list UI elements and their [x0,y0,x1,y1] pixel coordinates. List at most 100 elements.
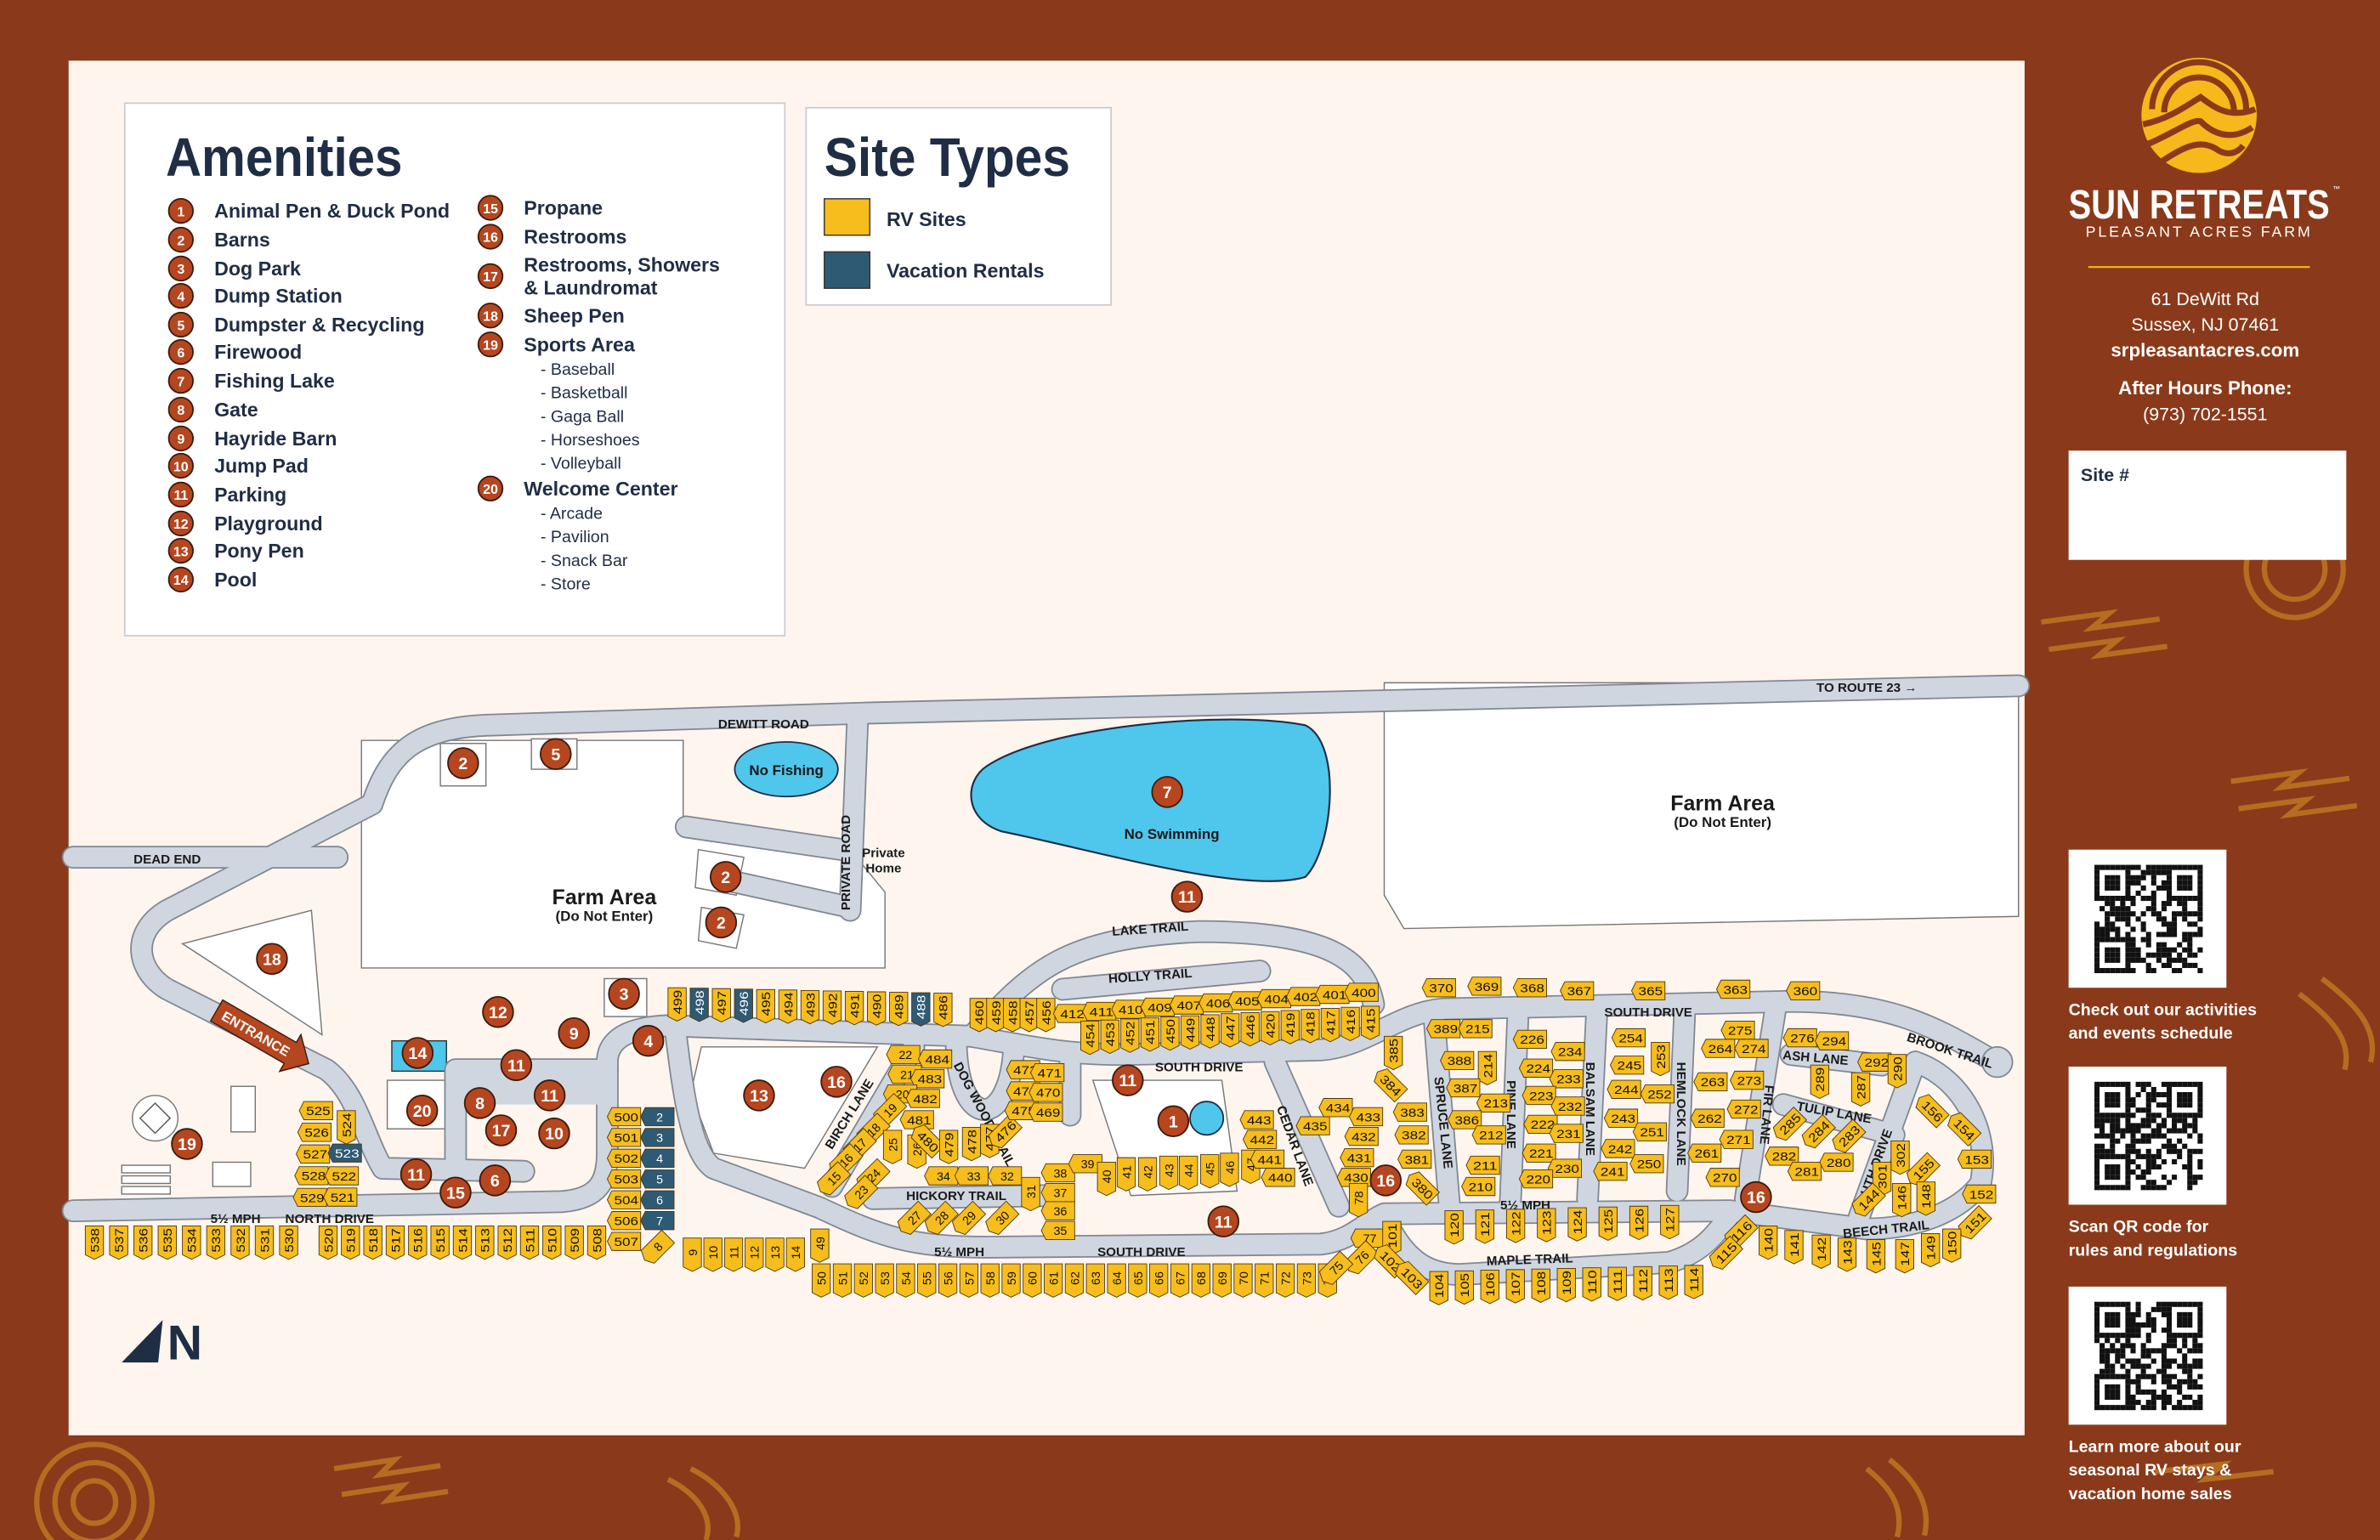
rv-site[interactable]: 148 [1916,1181,1935,1216]
amenity-marker-16[interactable]: 16 [820,1066,853,1098]
rv-site[interactable]: 495 [756,988,776,1024]
rv-site[interactable]: 126 [1629,1205,1649,1241]
amenity-marker-10[interactable]: 10 [538,1117,570,1150]
rv-site[interactable]: 210 [1461,1176,1496,1197]
rv-site[interactable]: 287 [1850,1072,1871,1107]
rv-site[interactable]: 33 [954,1166,989,1186]
rv-site[interactable]: 433 [1348,1107,1384,1127]
rv-site[interactable]: 534 [182,1226,201,1260]
rv-site[interactable]: 78 [1349,1183,1368,1218]
rv-site[interactable]: 497 [711,988,731,1023]
rv-site[interactable]: 142 [1811,1234,1831,1269]
amenity-marker-16[interactable]: 16 [1369,1164,1402,1197]
website-link[interactable]: srpleasantacres.com [2111,340,2299,361]
rv-site[interactable]: 221 [1522,1143,1556,1163]
rv-site[interactable]: 52 [853,1263,873,1298]
rv-site[interactable]: 250 [1629,1154,1664,1174]
rv-site[interactable]: 471 [1030,1062,1065,1083]
amenity-marker-5[interactable]: 5 [540,738,572,770]
rv-site[interactable]: 481 [899,1110,934,1130]
rv-site[interactable]: 486 [933,993,953,1028]
rv-site[interactable]: 70 [1233,1263,1253,1298]
rv-site[interactable]: 264 [1701,1039,1736,1058]
rv-site[interactable]: 214 [1477,1050,1498,1085]
rv-site[interactable]: 147 [1895,1239,1914,1274]
rv-site[interactable]: 525 [298,1101,333,1120]
rv-site[interactable]: 491 [844,991,864,1026]
rv-site[interactable]: 449 [1180,1015,1200,1050]
rv-site[interactable]: 276 [1782,1028,1817,1048]
rv-site[interactable]: 51 [832,1263,853,1298]
rv-site[interactable]: 537 [109,1226,128,1260]
rv-site[interactable]: 105 [1454,1270,1474,1305]
amenity-marker-8[interactable]: 8 [463,1087,496,1119]
rv-site[interactable]: 513 [475,1226,495,1260]
vacation-rental-site[interactable]: 7 [640,1211,675,1231]
rv-site[interactable]: 68 [1191,1263,1211,1298]
rv-site[interactable]: 419 [1280,1010,1300,1045]
rv-site[interactable]: 146 [1892,1183,1912,1218]
rv-site[interactable]: 46 [1220,1152,1239,1187]
rv-site[interactable]: 518 [363,1226,382,1260]
rv-site[interactable]: 454 [1080,1021,1100,1056]
rv-site[interactable]: 49 [810,1228,830,1263]
rv-site[interactable]: 12 [745,1237,764,1272]
rv-site[interactable]: 459 [986,998,1006,1033]
rv-site[interactable]: 122 [1505,1209,1526,1243]
rv-site[interactable]: 535 [157,1226,177,1260]
rv-site[interactable]: 533 [206,1226,226,1260]
rv-site[interactable]: 434 [1318,1098,1353,1118]
site-number-box[interactable] [2068,450,2347,560]
rv-site[interactable]: 145 [1866,1239,1886,1274]
rv-site[interactable]: 501 [606,1128,642,1147]
rv-site[interactable]: 489 [889,992,909,1027]
rv-site[interactable]: 289 [1810,1064,1830,1099]
rv-site[interactable]: 524 [337,1110,356,1145]
vacation-rental-site[interactable]: 2 [640,1107,675,1127]
rv-site[interactable]: 470 [1028,1083,1063,1102]
rv-site[interactable]: 451 [1140,1017,1160,1052]
amenity-marker-4[interactable]: 4 [632,1024,665,1057]
rv-site[interactable]: 211 [1465,1155,1500,1175]
rv-site[interactable]: 53 [875,1263,894,1298]
rv-site[interactable]: 45 [1200,1154,1220,1189]
amenity-marker-11[interactable]: 11 [500,1049,533,1081]
rv-site[interactable]: 510 [542,1226,562,1260]
vacation-rental-site[interactable]: 523 [327,1143,362,1163]
rv-site[interactable]: 512 [497,1226,517,1260]
rv-site[interactable]: 509 [564,1226,584,1260]
rv-site[interactable]: 121 [1475,1209,1495,1244]
rv-site[interactable]: 531 [254,1226,275,1260]
rv-site[interactable]: 404 [1256,988,1291,1009]
rv-site[interactable]: 450 [1160,1016,1180,1051]
rv-site[interactable]: 412 [1052,1004,1088,1023]
amenity-marker-11[interactable]: 11 [533,1079,566,1112]
rv-site[interactable]: 124 [1567,1207,1587,1242]
rv-site[interactable]: 482 [905,1089,940,1108]
rv-site[interactable]: 280 [1819,1152,1854,1172]
rv-site[interactable]: 15 [814,1161,852,1198]
rv-site[interactable]: 456 [1036,998,1056,1033]
rv-site[interactable]: 106 [1480,1270,1499,1305]
rv-site[interactable]: 244 [1606,1079,1641,1099]
rv-site[interactable]: 469 [1028,1102,1063,1122]
rv-site[interactable]: 272 [1726,1099,1761,1119]
rv-site[interactable]: 11 [723,1237,744,1272]
rv-site[interactable]: 125 [1598,1206,1618,1241]
rv-site[interactable]: 281 [1787,1162,1822,1181]
rv-site[interactable]: 22 [886,1045,921,1064]
rv-site[interactable]: 23 [842,1175,879,1212]
rv-site[interactable]: 230 [1547,1158,1583,1178]
rv-site[interactable]: 500 [606,1107,642,1127]
rv-site[interactable]: 143 [1837,1237,1857,1272]
rv-site[interactable]: 63 [1085,1263,1105,1298]
rv-site[interactable]: 274 [1734,1039,1769,1058]
rv-site[interactable]: 530 [279,1226,298,1260]
rv-site[interactable]: 55 [917,1263,937,1298]
rv-site[interactable]: 241 [1593,1162,1628,1181]
rv-site[interactable]: 405 [1227,991,1262,1011]
rv-site[interactable]: 123 [1537,1208,1556,1243]
rv-site[interactable]: 275 [1720,1021,1755,1040]
amenity-marker-9[interactable]: 9 [558,1016,590,1050]
rv-site[interactable]: 490 [867,991,887,1026]
